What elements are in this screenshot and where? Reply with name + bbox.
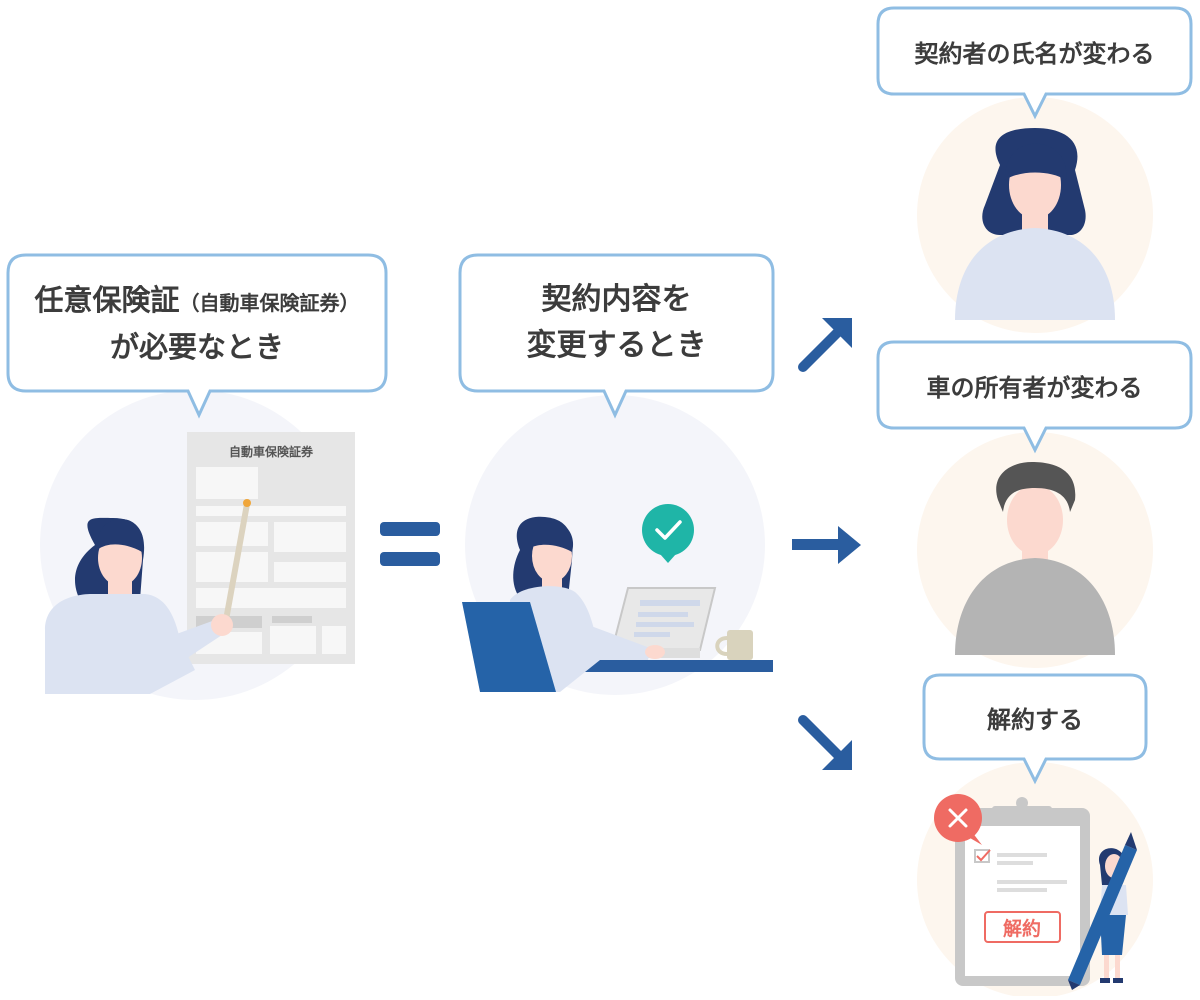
right3-speech-bubble bbox=[922, 673, 1148, 785]
presenter-woman bbox=[45, 517, 233, 694]
cancel-stamp: 解約 bbox=[1003, 917, 1041, 940]
clipboard-icon: 解約 bbox=[955, 797, 1090, 986]
pencil-icon bbox=[1068, 832, 1137, 990]
pointer-stick bbox=[223, 501, 250, 623]
document-title: 自動車保険証券 bbox=[229, 444, 314, 459]
equals-icon bbox=[380, 522, 440, 566]
office-chair bbox=[462, 602, 556, 692]
right1-speech-bubble bbox=[876, 6, 1193, 120]
desk bbox=[576, 660, 773, 672]
insurance-document: 自動車保険証券 bbox=[187, 432, 355, 664]
woman-contractor bbox=[955, 128, 1115, 320]
right2-speech-bubble bbox=[876, 340, 1193, 454]
middle-speech-bubble bbox=[458, 253, 775, 419]
pointer-tip bbox=[243, 499, 251, 507]
arrow-right-icon bbox=[792, 526, 861, 564]
cross-icon bbox=[934, 794, 982, 845]
check-icon bbox=[642, 504, 694, 563]
arrow-down-right-icon bbox=[798, 715, 852, 770]
arrow-up-right-icon bbox=[798, 318, 852, 372]
mug-icon bbox=[715, 630, 753, 660]
left-speech-bubble bbox=[6, 253, 388, 419]
man-owner bbox=[955, 462, 1115, 655]
